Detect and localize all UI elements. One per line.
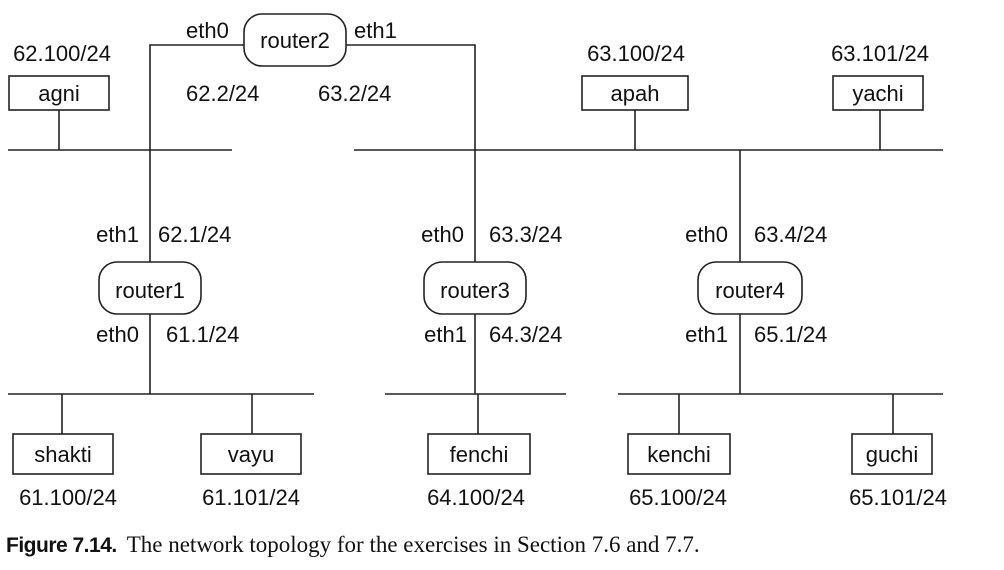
router4-node: router4 bbox=[697, 261, 803, 315]
router4-eth0-address: 63.4/24 bbox=[754, 222, 827, 247]
host-shakti: shakti bbox=[12, 433, 114, 475]
host-shakti-address: 61.100/24 bbox=[19, 485, 117, 510]
router3-label: router3 bbox=[440, 278, 510, 303]
router1-eth0-address: 61.1/24 bbox=[166, 322, 239, 347]
host-guchi-box bbox=[851, 433, 933, 475]
router2-eth0-label: eth0 bbox=[186, 18, 229, 43]
router4-eth1-label: eth1 bbox=[685, 322, 728, 347]
router1-eth1-address: 62.1/24 bbox=[158, 222, 231, 247]
host-agni: agni bbox=[8, 75, 110, 111]
host-agni-label: agni bbox=[38, 81, 80, 106]
router3-node: router3 bbox=[423, 261, 527, 315]
router2-shape bbox=[243, 13, 347, 67]
host-yachi-label: yachi bbox=[852, 81, 903, 106]
host-apah-box bbox=[581, 75, 689, 111]
router1-eth1-label: eth1 bbox=[96, 222, 139, 247]
host-apah-address: 63.100/24 bbox=[587, 41, 685, 66]
router3-shape bbox=[423, 261, 527, 315]
host-fenchi-box bbox=[427, 433, 531, 475]
host-shakti-label: shakti bbox=[34, 442, 91, 467]
router2-eth1-label: eth1 bbox=[354, 18, 397, 43]
link-router2-eth1 bbox=[346, 44, 476, 150]
host-kenchi-label: kenchi bbox=[647, 442, 711, 467]
figure-caption-text: The network topology for the exercises i… bbox=[126, 532, 700, 557]
router4-eth1-address: 65.1/24 bbox=[754, 322, 827, 347]
host-agni-box bbox=[8, 75, 110, 111]
router4-eth0-label: eth0 bbox=[685, 222, 728, 247]
router1-shape bbox=[98, 261, 202, 315]
router1-node: router1 bbox=[98, 261, 202, 315]
router2-node: router2 bbox=[243, 13, 347, 67]
router3-eth0-address: 63.3/24 bbox=[489, 222, 562, 247]
figure-caption: Figure 7.14. The network topology for the… bbox=[6, 532, 700, 558]
router2-eth1-address: 63.2/24 bbox=[318, 81, 391, 106]
network-topology-diagram: router2 router1 router3 router4 agni apa… bbox=[8, 13, 947, 510]
host-fenchi-label: fenchi bbox=[450, 442, 509, 467]
host-apah-label: apah bbox=[611, 81, 660, 106]
host-kenchi: kenchi bbox=[627, 433, 731, 475]
router3-eth1-label: eth1 bbox=[424, 322, 467, 347]
router3-eth1-address: 64.3/24 bbox=[489, 322, 562, 347]
host-yachi-address: 63.101/24 bbox=[831, 41, 929, 66]
link-router2-eth0 bbox=[149, 44, 244, 150]
host-apah: apah bbox=[581, 75, 689, 111]
host-guchi: guchi bbox=[851, 433, 933, 475]
host-fenchi: fenchi bbox=[427, 433, 531, 475]
host-shakti-box bbox=[12, 433, 114, 475]
host-guchi-label: guchi bbox=[866, 442, 919, 467]
host-yachi: yachi bbox=[832, 75, 924, 111]
host-vayu-address: 61.101/24 bbox=[202, 485, 300, 510]
router4-shape bbox=[697, 261, 803, 315]
host-yachi-box bbox=[832, 75, 924, 111]
host-kenchi-address: 65.100/24 bbox=[629, 485, 727, 510]
router1-eth0-label: eth0 bbox=[96, 322, 139, 347]
host-guchi-address: 65.101/24 bbox=[849, 485, 947, 510]
router1-label: router1 bbox=[115, 278, 185, 303]
router3-eth0-label: eth0 bbox=[421, 222, 464, 247]
router4-label: router4 bbox=[715, 278, 785, 303]
host-fenchi-address: 64.100/24 bbox=[427, 485, 525, 510]
host-agni-address: 62.100/24 bbox=[13, 41, 111, 66]
router2-label: router2 bbox=[260, 28, 330, 53]
host-vayu-label: vayu bbox=[228, 442, 274, 467]
figure-caption-label: Figure 7.14. bbox=[6, 534, 117, 557]
host-vayu: vayu bbox=[200, 433, 302, 475]
host-kenchi-box bbox=[627, 433, 731, 475]
host-vayu-box bbox=[200, 433, 302, 475]
router2-eth0-address: 62.2/24 bbox=[186, 81, 259, 106]
